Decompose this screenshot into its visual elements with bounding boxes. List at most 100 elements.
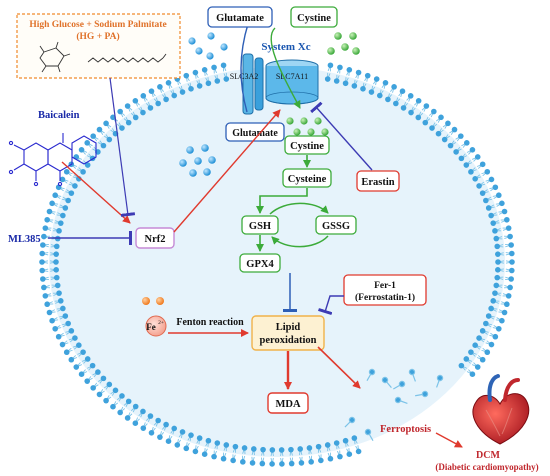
- lipid-head: [63, 349, 70, 356]
- fenton-reaction-label: Fenton reaction: [176, 317, 244, 328]
- lipid-head: [260, 446, 266, 453]
- erastin-box[interactable]: [356, 170, 400, 192]
- lipid-head: [119, 393, 125, 399]
- lipid-head: [171, 92, 178, 99]
- lipid-head: [385, 96, 391, 103]
- lipid-head: [52, 192, 58, 199]
- lipid-head: [468, 349, 474, 355]
- lipid-head: [472, 342, 478, 348]
- stimulus-box[interactable]: [16, 13, 181, 79]
- lipid-head: [84, 162, 91, 168]
- lipid-head: [56, 290, 62, 296]
- lipid-head: [62, 205, 69, 211]
- iron-ion[interactable]: [145, 315, 167, 337]
- lipid-head: [337, 453, 343, 460]
- lipid-head: [484, 349, 491, 356]
- lipid-head: [490, 298, 497, 304]
- lipid-head: [125, 119, 132, 126]
- gsh-box[interactable]: [241, 215, 279, 235]
- lipid-head: [431, 108, 437, 115]
- cystine-extracellular-label: Cystine: [297, 13, 331, 24]
- baicalein-label[interactable]: Baicalein: [38, 110, 80, 121]
- cysteine-box[interactable]: [282, 168, 332, 188]
- lipid-head: [422, 119, 429, 126]
- lipid-head: [496, 192, 502, 199]
- lipid-head: [90, 385, 96, 391]
- lipid-head: [132, 420, 139, 426]
- glutamate-intracellular-box[interactable]: [225, 122, 285, 142]
- lipid-head: [211, 64, 217, 71]
- lipid-head: [393, 100, 399, 107]
- lipid-head: [474, 364, 481, 370]
- fer1-box[interactable]: [343, 274, 427, 306]
- lipid-head: [493, 235, 500, 242]
- lipid-head: [324, 442, 331, 448]
- lipid-head: [196, 435, 203, 441]
- lipid-head: [476, 183, 482, 189]
- lipid-head: [174, 442, 181, 448]
- lipid-head: [346, 451, 353, 458]
- lipid-head: [39, 267, 46, 274]
- lipid-head: [214, 78, 221, 84]
- lipid-peroxidation-box[interactable]: [251, 315, 325, 351]
- cystine-extracellular-box[interactable]: [290, 6, 338, 28]
- lipid-head: [458, 155, 465, 162]
- nrf2-box[interactable]: [135, 227, 175, 249]
- lipid-head: [155, 417, 161, 424]
- lipid-head: [463, 162, 470, 168]
- lipid-head: [220, 455, 227, 462]
- lipid-head: [469, 371, 476, 378]
- lipid-head: [165, 79, 172, 86]
- lipid-head: [84, 378, 91, 384]
- glutamate-extracellular-box[interactable]: [207, 6, 273, 28]
- lipid-head: [333, 78, 340, 84]
- lipid-head: [507, 284, 513, 291]
- lipid-head: [42, 293, 49, 299]
- fer1-inhibits-lipid-peroxidation: [318, 295, 344, 316]
- lipid-head: [106, 136, 113, 143]
- gsh-to-gssg-arrow: [269, 202, 329, 215]
- lipid-head: [490, 220, 497, 226]
- cysteine-to-gsh-arrow: [256, 188, 308, 214]
- ml385-label[interactable]: ML385: [8, 234, 41, 245]
- lipid-head: [505, 225, 512, 231]
- lipid-peroxidation-label-2: peroxidation: [260, 335, 317, 346]
- iron-label: Fe: [146, 322, 156, 332]
- lipid-head: [468, 169, 474, 175]
- lipid-head: [508, 242, 514, 248]
- cystine-box[interactable]: [284, 135, 330, 155]
- lipid-head: [288, 446, 294, 453]
- lipid-head: [42, 225, 49, 231]
- mda-box[interactable]: [267, 392, 309, 414]
- lipid-head: [445, 120, 451, 127]
- lipid-head: [62, 313, 69, 319]
- system-xc-transporter[interactable]: System Xc SLC3A2 SLC7A11: [230, 23, 319, 115]
- lipid-head: [57, 298, 64, 304]
- lipid-head: [84, 356, 91, 362]
- lipid-head: [488, 176, 495, 183]
- glutamate-extracellular-label: Glutamate: [216, 13, 264, 24]
- lipid-head: [479, 190, 486, 196]
- lipid-head: [376, 92, 383, 99]
- glutamate-molecules-inside: [179, 144, 216, 177]
- lipid-head: [46, 309, 53, 316]
- lipid-head: [463, 356, 470, 362]
- lipid-head: [435, 130, 442, 137]
- gssg-box[interactable]: [315, 215, 357, 235]
- lipid-head: [155, 100, 161, 107]
- lipid-head: [250, 446, 257, 452]
- lipid-head: [492, 290, 498, 296]
- lipid-head: [508, 276, 514, 282]
- lipid-head: [355, 69, 362, 76]
- lipid-head: [211, 453, 217, 460]
- lipid-head: [49, 317, 55, 324]
- lipid-head: [479, 328, 486, 334]
- cystine-label: Cystine: [290, 141, 324, 152]
- glutamate-export-arrow: [240, 23, 249, 113]
- lipid-head: [201, 451, 208, 458]
- gpx4-box[interactable]: [239, 253, 281, 273]
- lipid-head: [415, 98, 422, 104]
- lipid-head: [279, 461, 285, 467]
- lipid-head: [479, 356, 486, 363]
- lipid-head: [96, 391, 103, 398]
